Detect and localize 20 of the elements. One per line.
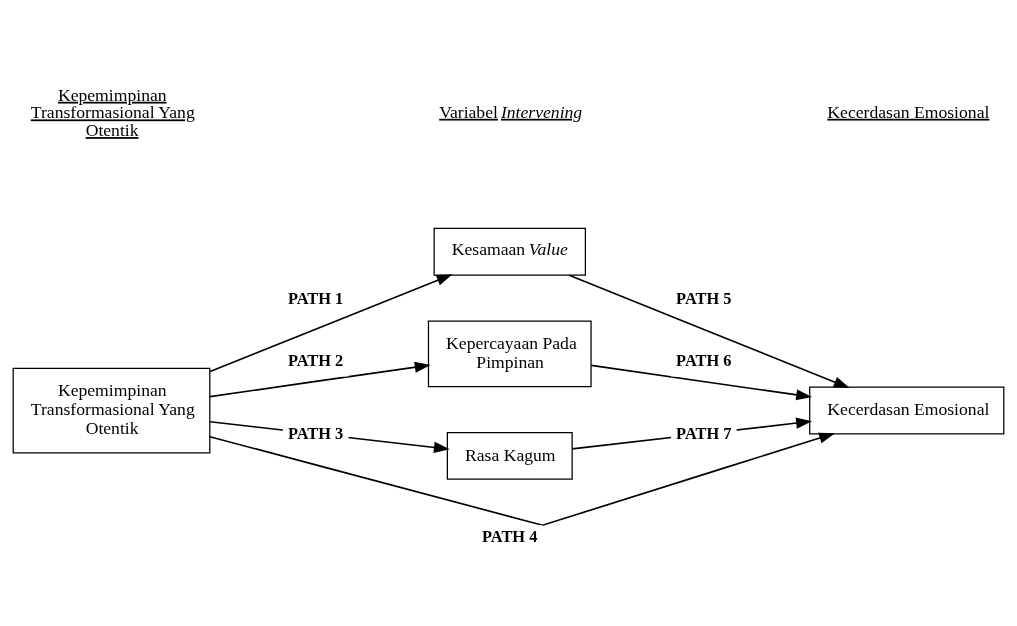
edge-label: PATH 7 — [676, 423, 732, 443]
label: Kepemimpinan Transformasional Yang Otentik — [30, 84, 195, 140]
edge-label: PATH 2 — [287, 350, 344, 370]
node-box: Rasa Kagum — [446, 431, 573, 480]
arrow — [590, 364, 813, 400]
edge-label: PATH 5 — [676, 288, 732, 308]
node-box: Kecerdasan Emosional — [809, 386, 1005, 434]
label: Kecerdasan Emosional — [827, 101, 990, 122]
node-box: Kepemimpinan Transformasional Yang Otentik — [12, 367, 211, 453]
arrow — [209, 273, 453, 372]
node-box: Kepercayaan Pada Pimpinan — [427, 319, 592, 387]
arrow — [568, 273, 850, 388]
edge-label: PATH 4 — [482, 526, 538, 546]
edge-label: PATH 6 — [676, 350, 732, 370]
edge-label: PATH 1 — [287, 288, 344, 308]
arrow — [209, 361, 431, 397]
label: Variabel Intervening — [439, 101, 583, 122]
arrow — [209, 432, 835, 526]
edge-label: PATH 3 — [287, 423, 344, 443]
node-box: Kesamaan Value — [433, 227, 586, 276]
